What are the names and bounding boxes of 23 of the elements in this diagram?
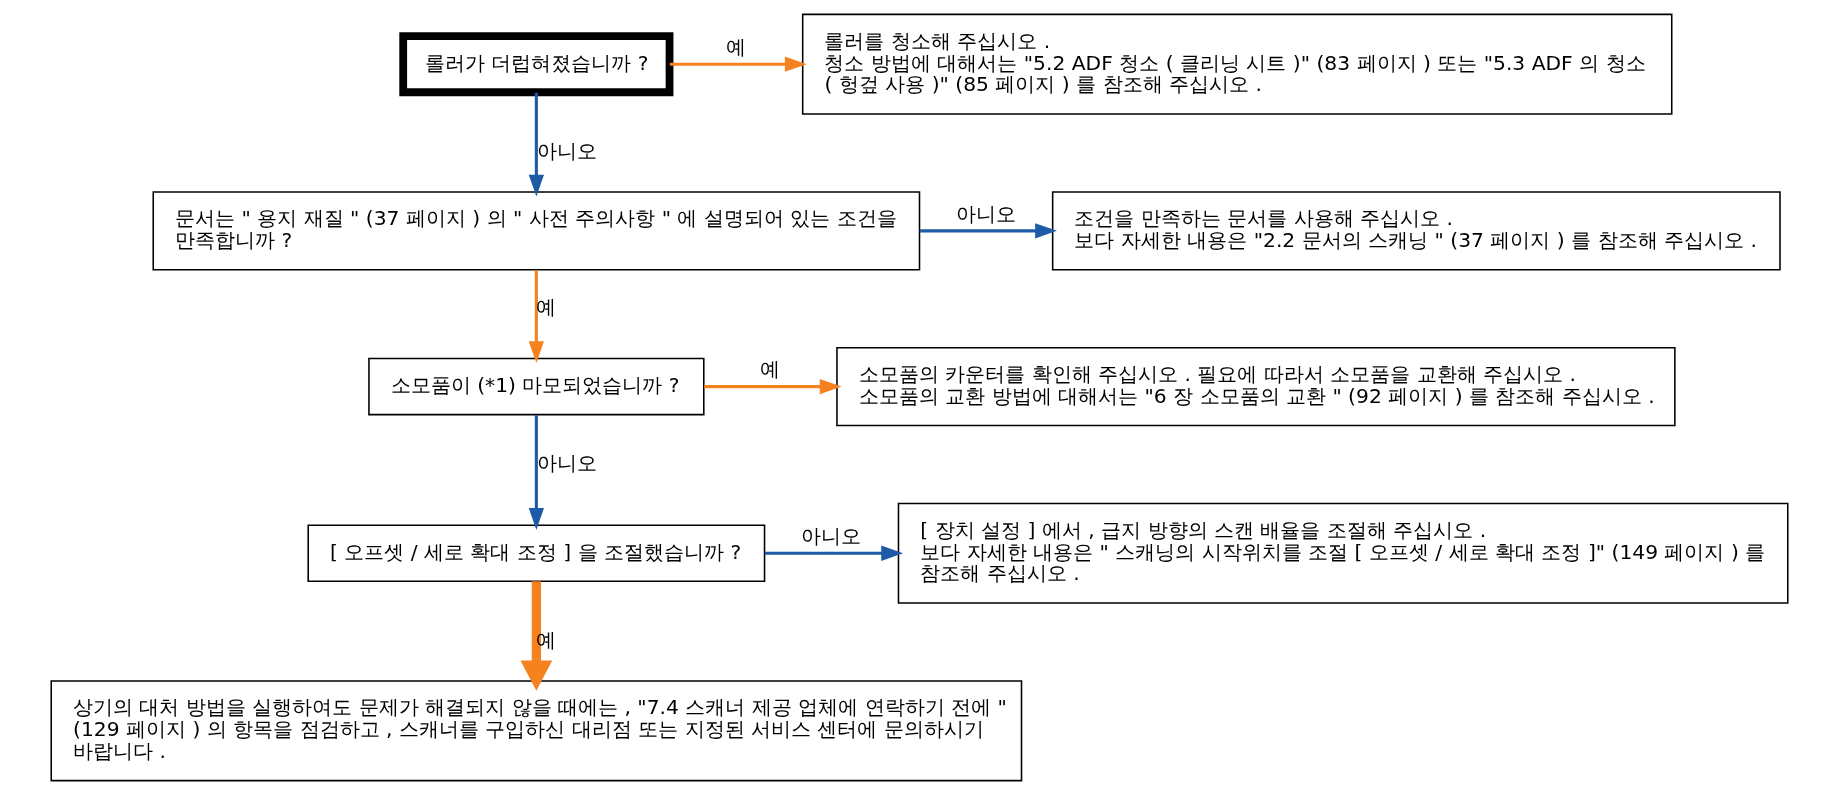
edge-label: 예 (759, 357, 780, 382)
arrow (528, 92, 544, 197)
arrow (528, 415, 544, 530)
edge-label: 아니오 (536, 450, 597, 475)
arrow (703, 378, 842, 395)
arrow (764, 545, 903, 561)
node-box: [ 오프셋 / 세로 확대 조정 ] 을 조절했습니까 ? (306, 524, 765, 583)
node-box: 롤러가 더럽혀졌습니까 ? (398, 32, 673, 97)
arrow (528, 270, 544, 363)
arrow (669, 56, 807, 72)
node-box: 소모품이 (*1) 마모되었습니까 ? (367, 357, 705, 416)
node-box: [ 장치 설정 ] 에서 , 급지 방향의 스캔 배율을 조절해 주십시오 . 보다 자세한 내용은 " 스캐닝의 시작위치를 조절 [ 오프셋 / 세로 확대 조정 ]" (149 페이지 ) 를 참조해 주십시오 . (897, 502, 1789, 604)
edge-label: 아니오 (536, 139, 597, 164)
arrow (919, 223, 1057, 239)
node-box: 상기의 대처 방법을 실행하여도 문제가 해결되지 않을 때에는 , "7.4 스캐너 제공 업체에 연락하기 전에 " (129 페이지 ) 의 항목을 점검하고 , 스캐너를 구입하신 대리점 또는 지정된 서비스 센터에 문의하시기 바랍니다 . (49, 680, 1022, 782)
edge-label: 아니오 (801, 523, 861, 548)
node-box: 조건을 만족하는 문서를 사용해 주십시오 . 보다 자세한 내용은 "2.2 문서의 스캐닝 " (37 페이지 ) 를 참조해 주십시오 . (1051, 191, 1781, 271)
node-box: 소모품의 카운터를 확인해 주십시오 . 필요에 따라서 소모품을 교환해 주십시오 . 소모품의 교환 방법에 대해서는 "6 장 소모품의 교환 " (92 페이지 ) 를 참조해 주십시오 . (835, 346, 1676, 427)
node-box: 문서는 " 용지 재질 " (37 페이지 ) 의 " 사전 주의사항 " 에 설명되어 있는 조건을 만족합니까 ? (151, 191, 920, 271)
node-box: 롤러를 청소해 주십시오 . 청소 방법에 대해서는 "5.2 ADF 청소 ( 클리닝 시트 )" (83 페이지 ) 또는 "5.3 ADF 의 청소 ( 헝겊 사용 )" (85 페이지 ) 를 참조해 주십시오 . (801, 13, 1672, 115)
arrow (519, 581, 552, 691)
edge-label: 예 (725, 34, 746, 59)
edge-label: 아니오 (955, 201, 1016, 226)
